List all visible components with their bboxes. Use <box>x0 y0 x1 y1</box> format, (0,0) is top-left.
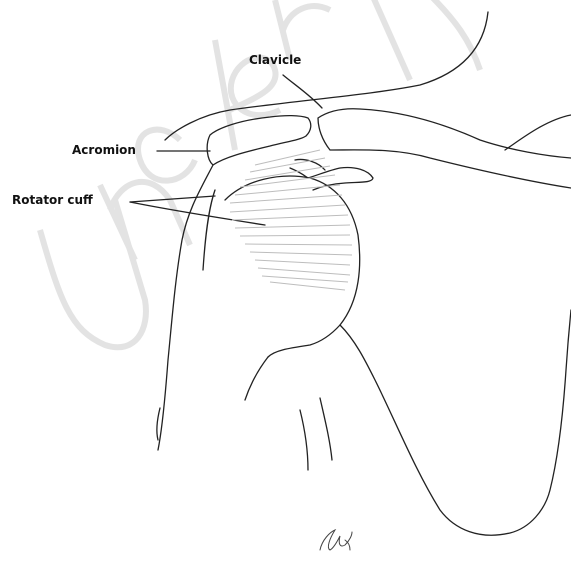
rotator-leader-2 <box>130 202 265 225</box>
clavicle-label: Clavicle <box>249 53 301 67</box>
scapula-outline <box>340 310 571 535</box>
rotator-cuff-label: Rotator cuff <box>12 193 93 207</box>
clavicle-bone <box>318 109 571 188</box>
neck-outline <box>165 12 488 140</box>
acromion-label: Acromion <box>72 143 136 157</box>
humeral-head <box>225 176 360 357</box>
humerus-outline <box>158 165 213 450</box>
acromion-bone <box>207 116 311 165</box>
upper-right-curve <box>505 115 571 150</box>
rotator-cuff-fibres <box>230 150 352 290</box>
artist-signature <box>320 530 352 550</box>
